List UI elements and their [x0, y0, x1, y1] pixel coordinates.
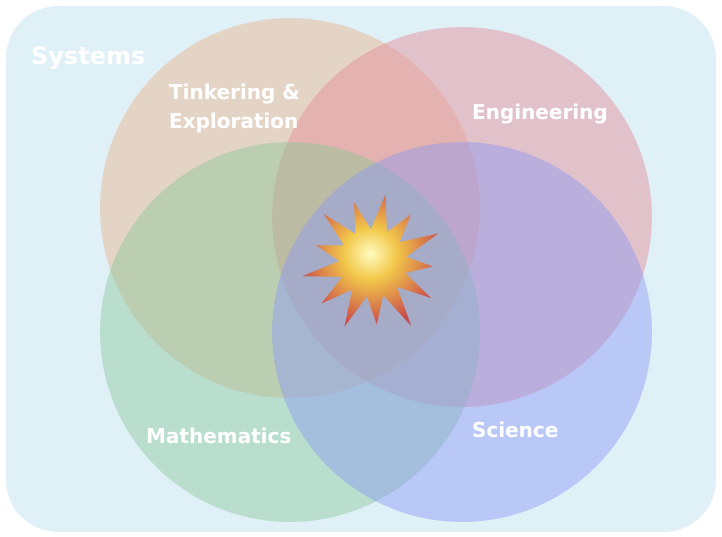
tinkering-exploration-label: Tinkering & Exploration: [169, 80, 307, 133]
tinkering-label-line-2: Exploration: [169, 109, 298, 133]
engineering-circle: [272, 27, 652, 407]
science-label-line-1: Science: [472, 418, 558, 442]
mathematics-label: Mathematics: [146, 424, 291, 448]
engineering-label-line-1: Engineering: [472, 100, 608, 124]
tinkering-exploration-circle: [100, 18, 480, 398]
center-burst-star: [302, 194, 439, 327]
engineering-label: Engineering: [472, 100, 608, 124]
tinkering-label-line-1: Tinkering &: [169, 80, 300, 104]
science-circle: [272, 142, 652, 522]
science-label: Science: [472, 418, 558, 442]
systems-label: Systems: [31, 42, 145, 70]
mathematics-label-line-1: Mathematics: [146, 424, 291, 448]
